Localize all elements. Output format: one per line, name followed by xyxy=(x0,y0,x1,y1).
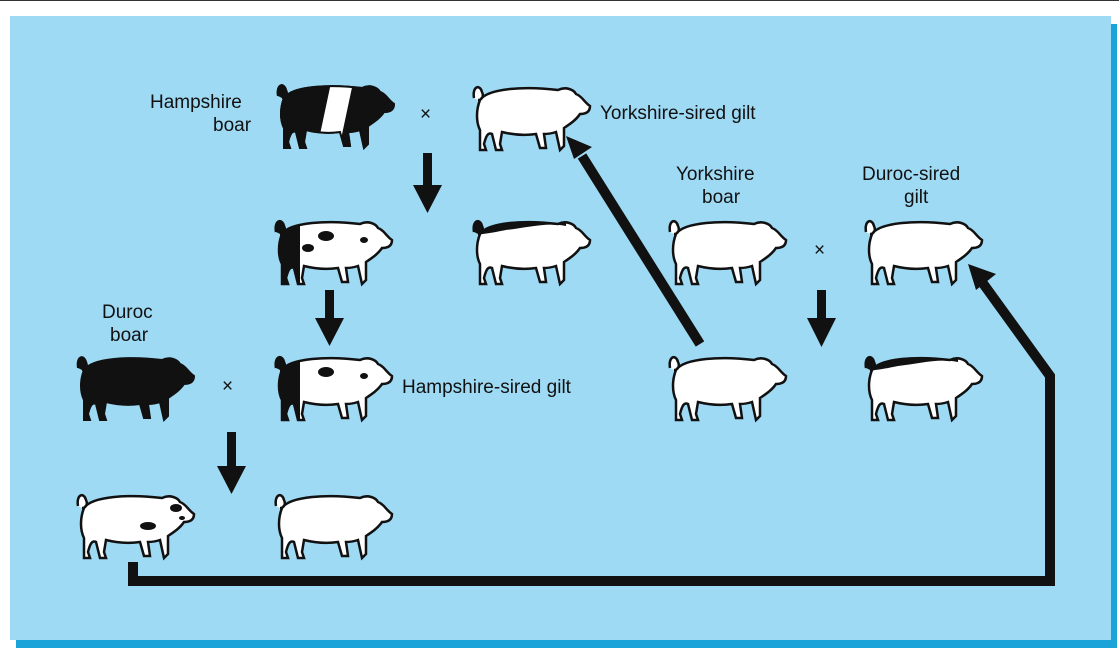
label-yorkshire-sired-gilt: Yorkshire-sired gilt xyxy=(600,103,756,124)
right-offspring-saddle-pig xyxy=(858,350,982,420)
down-arrow-3 xyxy=(217,432,246,494)
cross-symbol-duroc: × xyxy=(222,376,233,397)
crossbred-spotted-pig xyxy=(268,214,392,294)
label-duroc-boar-1: Duroc xyxy=(102,302,153,323)
label-duroc-sired-gilt-1: Duroc-sired xyxy=(862,164,960,185)
label-duroc-boar-2: boar xyxy=(110,325,149,346)
hampshire-sired-gilt-pig xyxy=(268,350,392,430)
bottom-loop-arrow xyxy=(133,264,1050,581)
bottom-offspring-white-pig xyxy=(276,495,392,558)
down-arrow-4 xyxy=(807,290,836,347)
label-yorkshire-boar-2: boar xyxy=(702,187,741,208)
crossbred-saddle-pig xyxy=(466,214,590,284)
cross-symbol-right: × xyxy=(814,240,825,261)
down-arrow-1 xyxy=(413,153,442,213)
label-yorkshire-boar-1: Yorkshire xyxy=(676,164,755,185)
right-offspring-white-pig xyxy=(670,357,786,420)
label-duroc-sired-gilt-2: gilt xyxy=(904,187,929,208)
bottom-offspring-spotted-pig xyxy=(78,495,194,558)
label-hampshire-boar-1: Hampshire xyxy=(150,92,242,113)
yorkshire-boar-pig xyxy=(670,221,786,284)
label-hampshire-sired-gilt: Hampshire-sired gilt xyxy=(402,377,572,398)
cross-symbol-top: × xyxy=(420,104,431,125)
label-hampshire-boar-2: boar xyxy=(213,115,252,136)
duroc-boar-pig xyxy=(78,357,194,420)
hampshire-boar-pig xyxy=(278,78,394,158)
down-arrow-2 xyxy=(315,290,344,346)
duroc-sired-gilt-pig xyxy=(866,221,982,284)
